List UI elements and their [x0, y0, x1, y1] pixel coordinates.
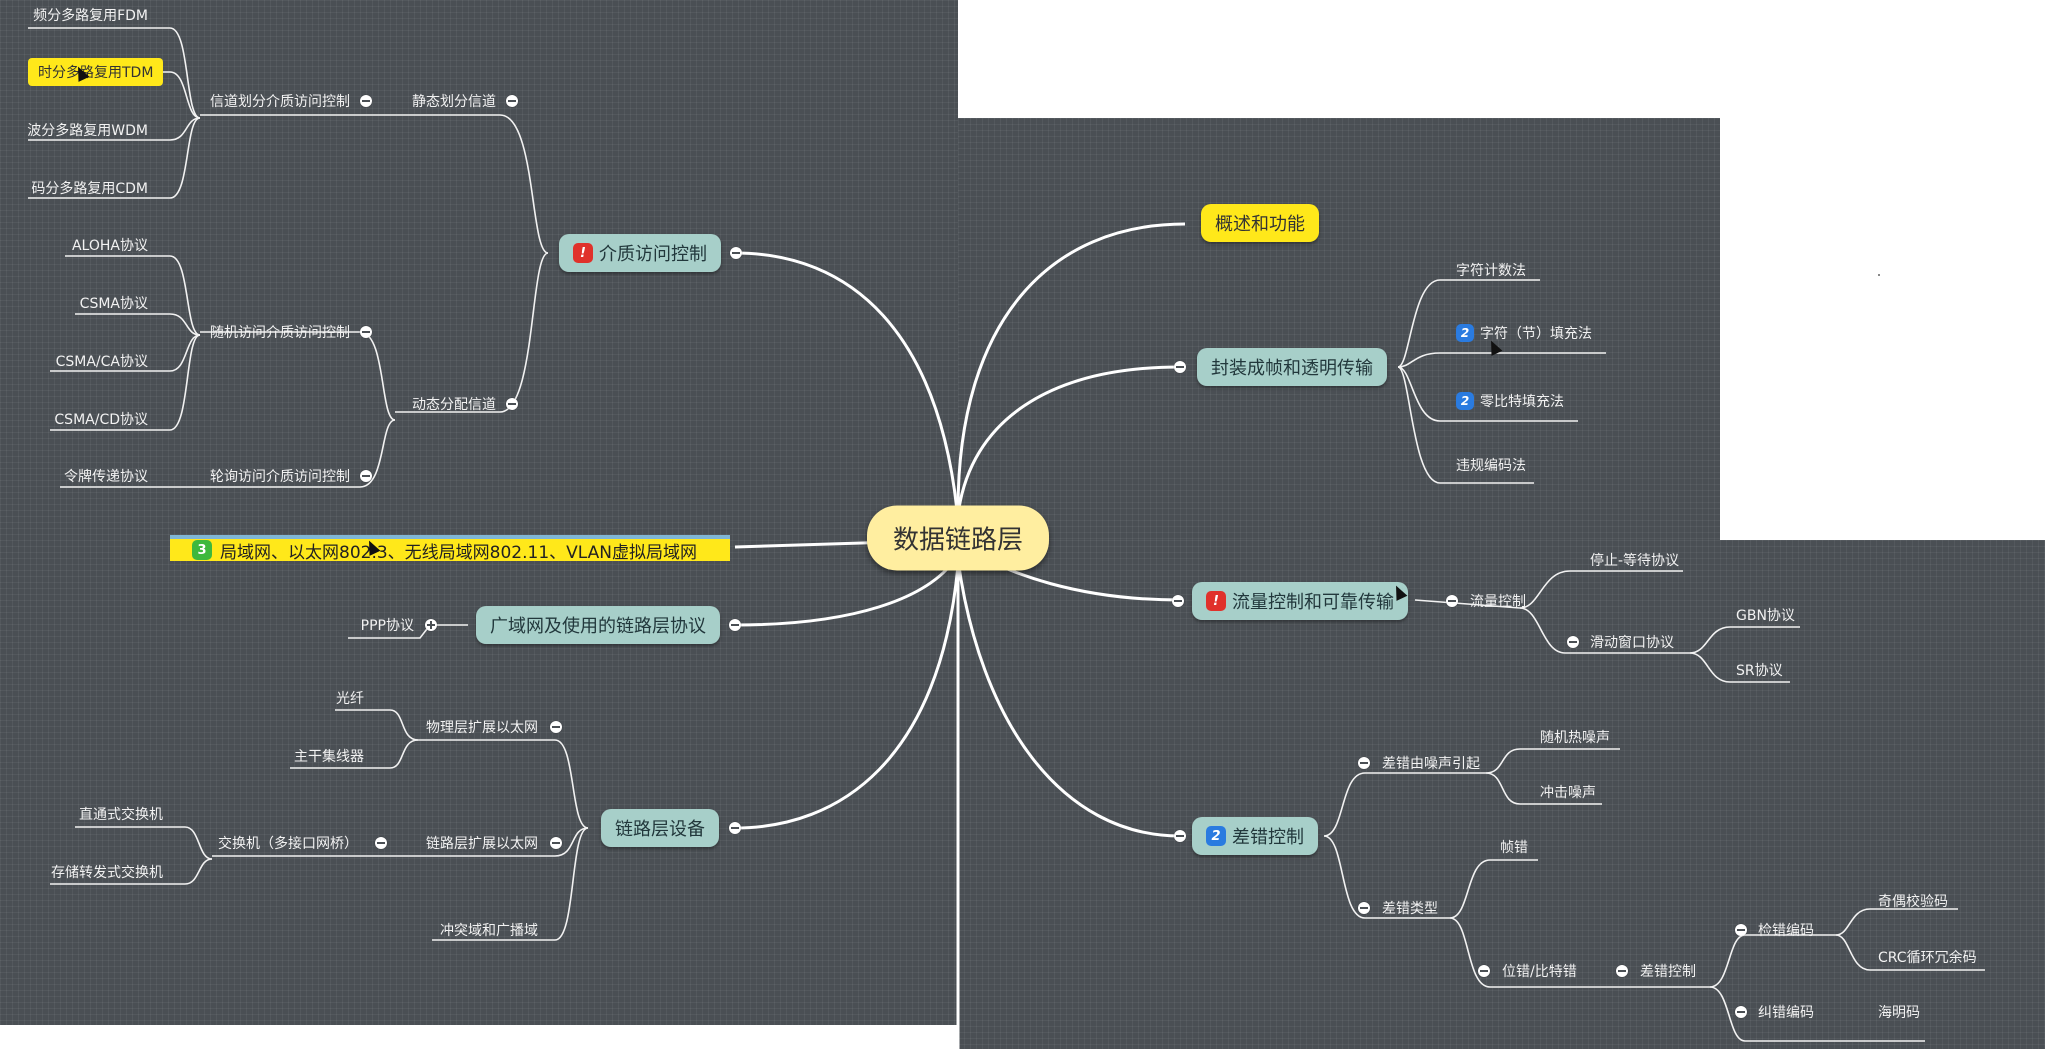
topic-gbn[interactable]: GBN协议	[1736, 608, 1795, 624]
topic-polling[interactable]: 轮询访问介质访问控制	[210, 469, 350, 485]
topic-random-noise[interactable]: 随机热噪声	[1540, 730, 1610, 746]
topic-csma-cd[interactable]: CSMA/CD协议	[54, 412, 148, 428]
central-topic[interactable]: 数据链路层	[866, 505, 1050, 571]
branch-wan-label: 广域网及使用的链路层协议	[490, 616, 706, 637]
collapse-types-icon[interactable]	[1358, 902, 1370, 914]
collapse-channel-div-icon[interactable]	[360, 95, 372, 107]
collapse-detect-icon[interactable]	[1735, 924, 1747, 936]
collapse-polling-icon[interactable]	[360, 470, 372, 482]
collapse-error-icon[interactable]	[1174, 830, 1186, 842]
priority-2-icon: 2	[1206, 826, 1226, 846]
topic-cut-through[interactable]: 直通式交换机	[79, 807, 163, 823]
topic-cdm[interactable]: 码分多路复用CDM	[31, 181, 148, 197]
topic-static-channel[interactable]: 静态划分信道	[412, 94, 496, 110]
topic-detect-coding[interactable]: 检错编码	[1758, 923, 1814, 939]
collapse-correct-icon[interactable]	[1735, 1006, 1747, 1018]
topic-bit-error[interactable]: 位错/比特错	[1502, 964, 1577, 980]
topic-byte-stuffing[interactable]: 2 字符（节）填充法	[1456, 323, 1592, 343]
topic-wdm[interactable]: 波分多路复用WDM	[27, 123, 148, 139]
priority-1-icon: !	[573, 243, 593, 263]
branch-flow-control-label: 流量控制和可靠传输	[1232, 592, 1394, 613]
branch-lan[interactable]: 3 局域网、以太网802.3、无线局域网802.11、VLAN虚拟局域网	[170, 535, 730, 561]
topic-correct-coding[interactable]: 纠错编码	[1758, 1005, 1814, 1021]
branch-flow-control[interactable]: ! 流量控制和可靠传输	[1192, 582, 1408, 620]
topic-aloha[interactable]: ALOHA协议	[71, 238, 148, 254]
topic-collision-broadcast[interactable]: 冲突域和广播域	[440, 923, 538, 939]
collapse-phys-icon[interactable]	[550, 721, 562, 733]
expand-ppp-icon[interactable]	[425, 619, 437, 631]
collapse-wan-icon[interactable]	[729, 619, 741, 631]
branch-error-control-label: 差错控制	[1232, 827, 1304, 848]
topic-sliding-window[interactable]: 滑动窗口协议	[1590, 635, 1674, 651]
collapse-dynamic-icon[interactable]	[506, 398, 518, 410]
branch-wan[interactable]: 广域网及使用的链路层协议	[476, 606, 720, 644]
branch-framing-label: 封装成帧和透明传输	[1211, 358, 1373, 379]
topic-byte-stuffing-label: 字符（节）填充法	[1480, 326, 1592, 342]
branch-devices-label: 链路层设备	[615, 819, 705, 840]
collapse-mac-icon[interactable]	[730, 247, 742, 259]
topic-csma[interactable]: CSMA协议	[79, 296, 148, 312]
topic-link-extension[interactable]: 链路层扩展以太网	[426, 836, 538, 852]
topic-stop-wait[interactable]: 停止-等待协议	[1590, 553, 1680, 569]
priority-2-icon: 2	[1456, 392, 1474, 410]
collapse-link-icon[interactable]	[550, 837, 562, 849]
collapse-flow-icon[interactable]	[1172, 595, 1184, 607]
topic-token-passing[interactable]: 令牌传递协议	[64, 469, 148, 485]
topic-crc[interactable]: CRC循环冗余码	[1878, 950, 1977, 966]
topic-dynamic-channel[interactable]: 动态分配信道	[412, 397, 496, 413]
topic-impulse-noise[interactable]: 冲击噪声	[1540, 785, 1596, 801]
collapse-noise-icon[interactable]	[1358, 757, 1370, 769]
topic-sr[interactable]: SR协议	[1736, 663, 1783, 679]
topic-phys-extension[interactable]: 物理层扩展以太网	[426, 720, 538, 736]
priority-3-icon: 3	[192, 540, 212, 560]
topic-tdm-selected[interactable]: 时分多路复用TDM	[28, 58, 164, 86]
branch-overview-label: 概述和功能	[1215, 214, 1305, 235]
stray-dot	[1878, 274, 1880, 276]
topic-random-access[interactable]: 随机访问介质访问控制	[210, 325, 350, 341]
canvas-left	[0, 0, 958, 1025]
topic-fiber[interactable]: 光纤	[336, 691, 364, 707]
collapse-devices-icon[interactable]	[729, 822, 741, 834]
collapse-sliding-icon[interactable]	[1567, 636, 1579, 648]
branch-mac[interactable]: ! 介质访问控制	[559, 234, 721, 272]
collapse-switch-icon[interactable]	[375, 837, 387, 849]
topic-noise-cause[interactable]: 差错由噪声引起	[1382, 756, 1480, 772]
collapse-flow-ctrl-icon[interactable]	[1446, 595, 1458, 607]
topic-switch[interactable]: 交换机（多接口网桥）	[218, 836, 358, 852]
branch-lan-label: 局域网、以太网802.3、无线局域网802.11、VLAN虚拟局域网	[220, 542, 697, 562]
topic-err-ctrl[interactable]: 差错控制	[1640, 964, 1696, 980]
collapse-static-icon[interactable]	[506, 95, 518, 107]
priority-1-icon: !	[1206, 591, 1226, 611]
priority-2-icon: 2	[1456, 324, 1474, 342]
collapse-err-ctrl-icon[interactable]	[1616, 965, 1628, 977]
topic-zero-stuffing[interactable]: 2 零比特填充法	[1456, 391, 1564, 411]
topic-hamming[interactable]: 海明码	[1878, 1005, 1920, 1021]
canvas-right-lower	[958, 540, 2045, 1049]
topic-parity[interactable]: 奇偶校验码	[1878, 894, 1948, 910]
collapse-bit-error-icon[interactable]	[1478, 965, 1490, 977]
topic-char-count[interactable]: 字符计数法	[1456, 263, 1526, 279]
topic-store-forward[interactable]: 存储转发式交换机	[51, 865, 163, 881]
topic-frame-error[interactable]: 帧错	[1500, 840, 1528, 856]
topic-violation-coding[interactable]: 违规编码法	[1456, 458, 1526, 474]
collapse-random-icon[interactable]	[360, 326, 372, 338]
topic-fdm[interactable]: 频分多路复用FDM	[33, 8, 148, 24]
branch-framing[interactable]: 封装成帧和透明传输	[1197, 348, 1387, 386]
collapse-framing-icon[interactable]	[1174, 361, 1186, 373]
branch-error-control[interactable]: 2 差错控制	[1192, 817, 1318, 855]
topic-channel-division[interactable]: 信道划分介质访问控制	[210, 94, 350, 110]
topic-error-types[interactable]: 差错类型	[1382, 901, 1438, 917]
branch-mac-label: 介质访问控制	[599, 244, 707, 265]
branch-devices[interactable]: 链路层设备	[601, 809, 719, 847]
topic-zero-stuffing-label: 零比特填充法	[1480, 394, 1564, 410]
topic-csma-ca[interactable]: CSMA/CA协议	[55, 354, 148, 370]
branch-overview[interactable]: 概述和功能	[1201, 204, 1319, 242]
topic-flow-ctrl[interactable]: 流量控制	[1470, 594, 1526, 610]
topic-backbone-hub[interactable]: 主干集线器	[294, 749, 364, 765]
topic-ppp[interactable]: PPP协议	[360, 618, 414, 634]
